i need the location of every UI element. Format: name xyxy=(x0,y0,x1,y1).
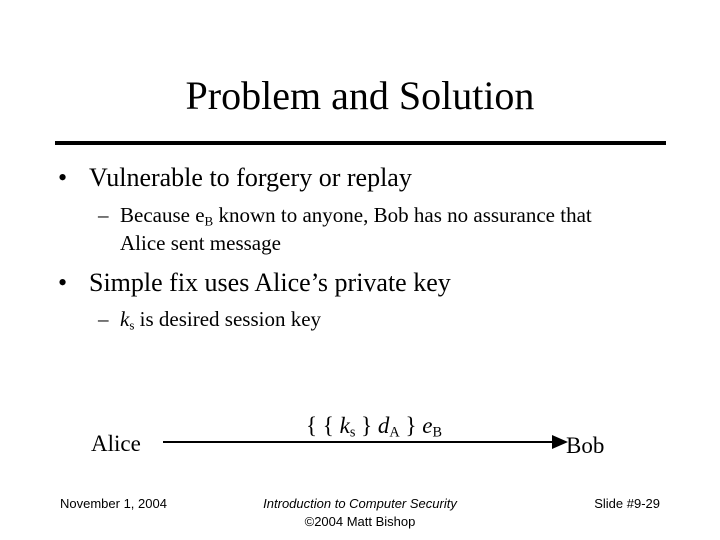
sub-bullet-2: ks is desired session key xyxy=(120,307,322,333)
receiver-label: Bob xyxy=(566,433,605,458)
arrow-head-icon xyxy=(552,435,568,449)
bullet-marker: • xyxy=(58,163,68,192)
title-underline xyxy=(55,141,666,145)
slide-title: Problem and Solution xyxy=(185,73,535,118)
dash-marker: – xyxy=(98,203,109,227)
bullet-1-text: Vulnerable to forgery or replay xyxy=(89,163,412,192)
sub-bullet-1-line-1: Because eB known to anyone, Bob has no a… xyxy=(120,203,592,229)
bullet-2-text: Simple fix uses Alice’s private key xyxy=(89,268,451,297)
footer-copyright: ©2004 Matt Bishop xyxy=(304,514,416,529)
message-arrow-line xyxy=(163,441,555,443)
bullet-marker: • xyxy=(58,268,68,297)
protocol-message: { { ks } dA } eB xyxy=(306,413,442,441)
sub-bullet-1-line-2: Alice sent message xyxy=(120,231,281,255)
footer-course: Introduction to Computer Security xyxy=(263,496,457,511)
sender-label: Alice xyxy=(91,431,141,456)
dash-marker: – xyxy=(98,307,109,331)
footer-slide-number: Slide #9-29 xyxy=(594,496,660,511)
footer-date: November 1, 2004 xyxy=(60,496,167,511)
